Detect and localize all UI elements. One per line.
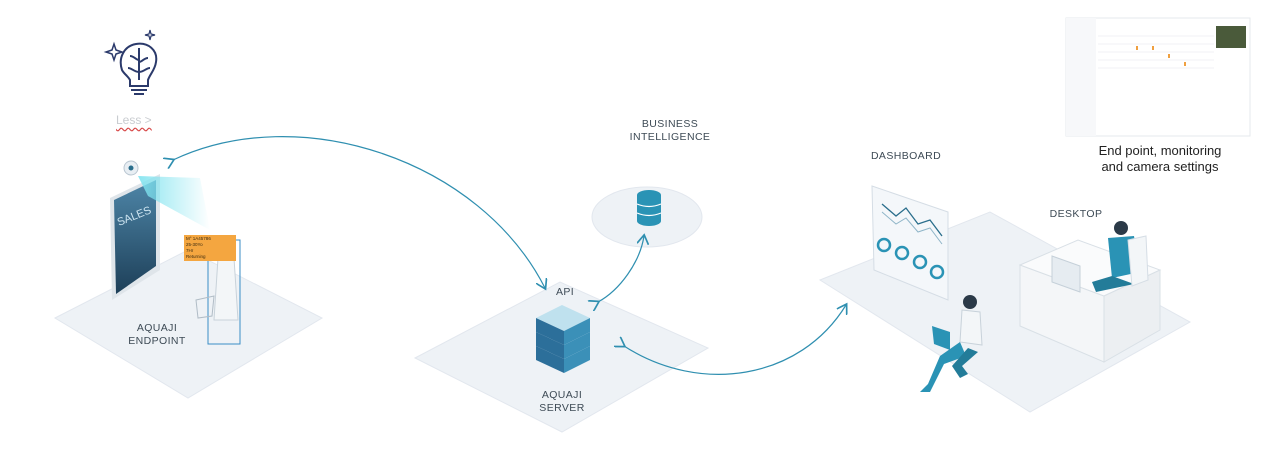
dashboard-board	[871, 185, 949, 301]
tag-id: M° 1A45786	[186, 236, 211, 241]
server-rack-icon	[536, 305, 590, 373]
api-label: API	[555, 286, 575, 298]
arrow-server-bi	[598, 236, 644, 302]
server-label: AQUAJI SERVER	[539, 389, 585, 414]
tag-age: 25-30Yo	[186, 242, 203, 247]
database-icon	[636, 190, 662, 226]
digital-signage: SALES	[110, 174, 160, 300]
analyst-figure	[920, 295, 983, 392]
brain-lightbulb-icon	[103, 29, 158, 95]
arrow-server-dashboard	[624, 305, 846, 375]
arrow-server-endpoint	[173, 136, 545, 288]
tag-status: Returning	[186, 254, 206, 259]
settings-screenshot-thumbnail	[1065, 17, 1251, 137]
endpoint-label: AQUAJI ENDPOINT	[128, 322, 186, 347]
desktop-label: DESKTOP	[1049, 208, 1103, 220]
less-link[interactable]: Less >	[116, 113, 152, 127]
screenshot-caption: End point, monitoring and camera setting…	[1098, 143, 1222, 174]
desktop-user-figure	[1092, 221, 1149, 292]
tag-duration: 7Hr	[186, 248, 194, 253]
dashboard-label: DASHBOARD	[870, 150, 942, 162]
bi-label: BUSINESS INTELLIGENCE	[629, 118, 711, 143]
detection-tag: M° 1A45786 25-30Yo 7Hr Returning	[184, 235, 236, 261]
